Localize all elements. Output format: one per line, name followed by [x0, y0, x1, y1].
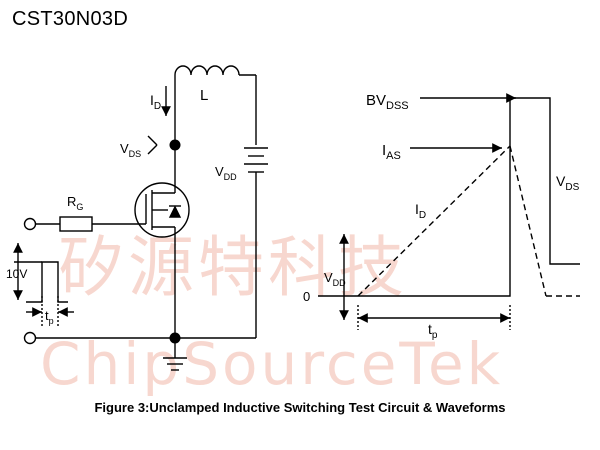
test-circuit — [13, 65, 268, 371]
source-node-dot — [169, 332, 181, 344]
id-decay — [509, 145, 547, 297]
label-inductor: L — [200, 87, 208, 104]
gate-terminal — [23, 217, 37, 231]
uis-waveforms — [318, 93, 580, 330]
label-id: ID — [150, 92, 161, 112]
gate-resistor — [59, 216, 93, 232]
label-waveform-id: ID — [415, 201, 426, 221]
label-waveform-vds: VDS — [556, 173, 580, 193]
label-ias: IAS — [382, 142, 401, 162]
ground-terminal — [23, 331, 37, 345]
label-vds: VDS — [120, 141, 141, 159]
inductor-coil — [174, 65, 240, 76]
drain-node-dot — [169, 139, 181, 151]
watermark-latin: ChipSourceTek — [40, 330, 504, 398]
label-waveform-vdd: VDD — [324, 270, 346, 288]
label-bvdss: BVDSS — [366, 92, 409, 112]
mosfet-body-diode — [168, 205, 182, 218]
part-number-title: CST30N03D — [12, 8, 129, 30]
label-rg: RG — [67, 194, 83, 212]
vds-waveform — [358, 97, 580, 297]
vds-probe-a — [147, 135, 158, 146]
label-10v: 10V — [6, 267, 27, 281]
gate-pulse-waveform — [26, 261, 68, 303]
mosfet-body — [134, 182, 190, 238]
label-tp: tp — [45, 308, 54, 326]
id-ramp — [357, 145, 511, 297]
vds-probe-b — [147, 144, 158, 155]
label-zero: 0 — [303, 289, 310, 304]
figure-caption: Figure 3:Unclamped Inductive Switching T… — [94, 400, 506, 415]
label-vdd: VDD — [215, 164, 237, 182]
label-waveform-tp: tp — [428, 321, 438, 341]
